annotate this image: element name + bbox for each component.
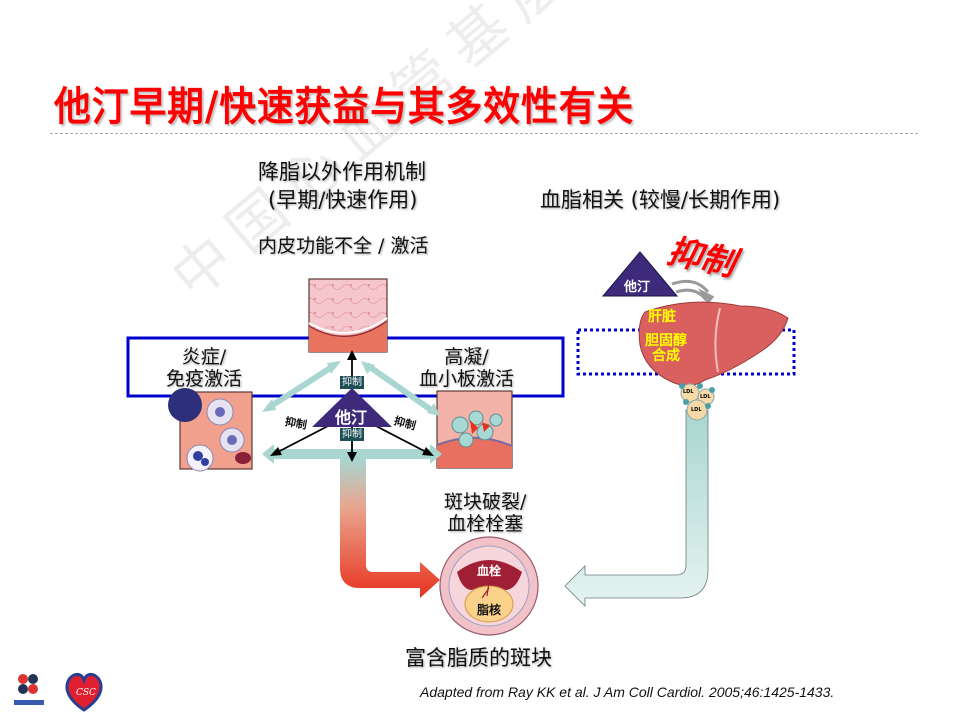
double-arrow-right — [361, 361, 440, 416]
coagulation-line2: 血小板激活 — [419, 367, 515, 390]
ldl-label-3: LDL — [691, 407, 702, 413]
statin-right-label: 他汀 — [624, 280, 651, 295]
arrow-to-plaque-right — [564, 409, 709, 607]
liver-image — [638, 301, 789, 386]
statin-triangle-right — [601, 251, 679, 297]
endothelium-image — [308, 278, 388, 353]
curved-inhibit-arrows — [671, 279, 715, 305]
plaque-cross-section — [439, 536, 539, 636]
statin-triangle-center — [312, 388, 392, 427]
plaque-caption: 富含脂质的斑块 — [405, 646, 552, 670]
lipid-heading: 血脂相关 (较慢/长期作用) — [540, 188, 781, 212]
endothelium-label: 内皮功能不全 / 激活 — [258, 235, 429, 257]
title-divider — [50, 133, 918, 134]
cholesterol-line1: 胆固醇 — [645, 333, 687, 349]
citation: Adapted from Ray KK et al. J Am Coll Car… — [420, 684, 835, 700]
inhibit-tag-bottom: 抑制 — [340, 428, 364, 441]
thrombus-label: 血栓 — [477, 564, 502, 578]
csc-heart-logo: CSC — [65, 672, 103, 712]
cholesterol-synthesis-label: 胆固醇 合成 — [645, 334, 687, 363]
cholesterol-line2: 合成 — [652, 347, 680, 364]
coagulation-label: 高凝/ 血小板激活 — [419, 346, 515, 391]
svg-text:CSC: CSC — [76, 688, 96, 698]
arrow-to-plaque-left — [340, 459, 440, 598]
double-arrow-left — [262, 361, 341, 412]
rupture-line2: 血栓栓塞 — [447, 512, 524, 535]
inhibit-tag-top: 抑制 — [340, 376, 364, 389]
lipid-core-label: 脂核 — [477, 603, 502, 617]
ldl-label-2: LDL — [700, 394, 711, 400]
ldl-label-1: LDL — [683, 389, 694, 395]
inflammation-label: 炎症/ 免疫激活 — [166, 346, 243, 391]
mechanism-heading: 降脂以外作用机制 — [258, 160, 426, 184]
liver-label: 肝脏 — [648, 309, 676, 325]
inflammation-line1: 炎症/ — [181, 346, 227, 368]
rupture-line1: 斑块破裂/ — [444, 491, 527, 513]
statin-center-label: 他汀 — [335, 408, 368, 427]
ldl-particles — [679, 383, 715, 421]
coagulation-line1: 高凝/ — [444, 346, 489, 368]
plaque-rupture-label: 斑块破裂/ 血栓栓塞 — [444, 491, 527, 536]
inflammation-image — [168, 388, 253, 472]
platelet-image — [436, 390, 513, 469]
slide-title: 他汀早期/快速获益与其多效性有关 — [54, 84, 635, 130]
society-logo — [14, 674, 44, 705]
mechanism-subheading: (早期/快速作用) — [268, 188, 418, 212]
inflammation-line2: 免疫激活 — [166, 367, 243, 390]
